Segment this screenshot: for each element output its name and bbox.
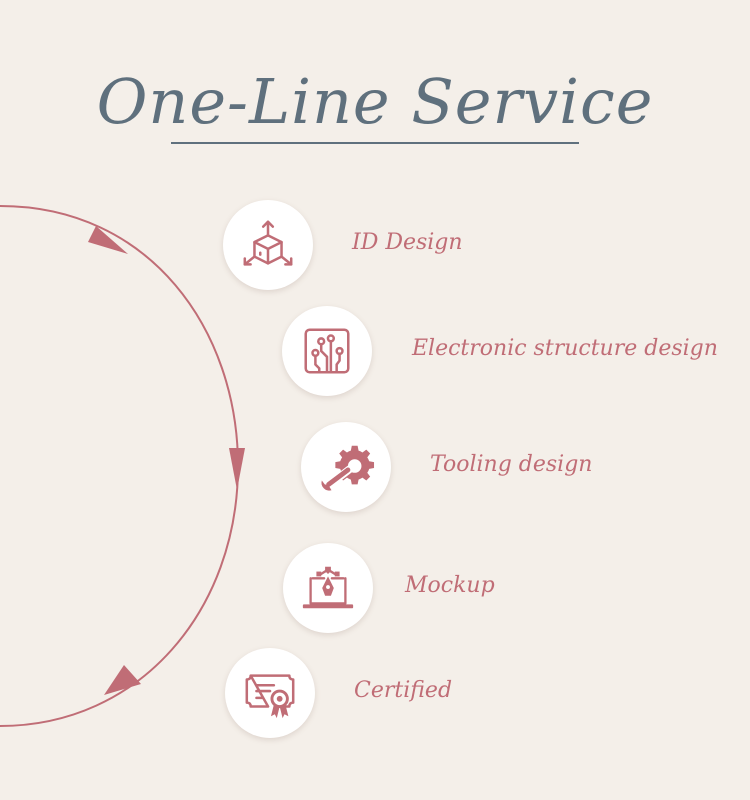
service-label-mockup: Mockup	[405, 573, 495, 598]
arc-arrow-middle	[229, 448, 245, 490]
service-node-id-design	[223, 200, 313, 290]
laptop-pen-tool-icon	[302, 566, 354, 609]
certificate-icon	[245, 674, 295, 719]
service-label-certified: Certified	[354, 678, 453, 703]
circuit-board-icon	[304, 328, 350, 374]
arc-arrow-bottom	[104, 665, 141, 695]
gear-wrench-icon	[321, 445, 375, 491]
arc-arrow-top	[88, 226, 128, 254]
service-label-electronic-structure-design: Electronic structure design	[412, 336, 718, 361]
service-node-tooling-design	[301, 422, 391, 512]
service-node-electronic-structure-design	[282, 306, 372, 396]
service-node-mockup	[283, 543, 373, 633]
flow-arc-line	[0, 205, 240, 727]
service-label-tooling-design: Tooling design	[430, 452, 593, 477]
3d-cube-arrows-icon	[243, 220, 293, 266]
service-node-certified	[225, 648, 315, 738]
service-label-id-design: ID Design	[352, 230, 463, 255]
title-underline	[171, 142, 579, 144]
page-title: One-Line Service	[96, 65, 654, 138]
